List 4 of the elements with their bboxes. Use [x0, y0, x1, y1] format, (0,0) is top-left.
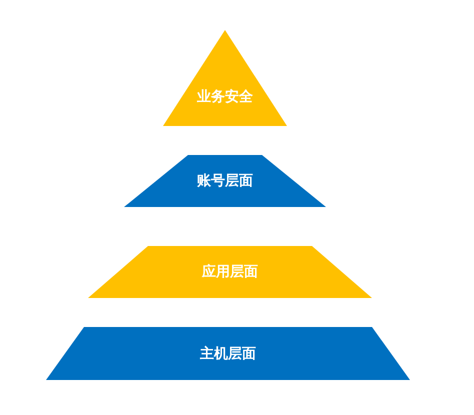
- layer-label: 账号层面: [197, 172, 253, 190]
- layer-label: 业务安全: [197, 88, 253, 106]
- layer-label: 主机层面: [200, 344, 256, 362]
- layer-label: 应用层面: [202, 263, 258, 281]
